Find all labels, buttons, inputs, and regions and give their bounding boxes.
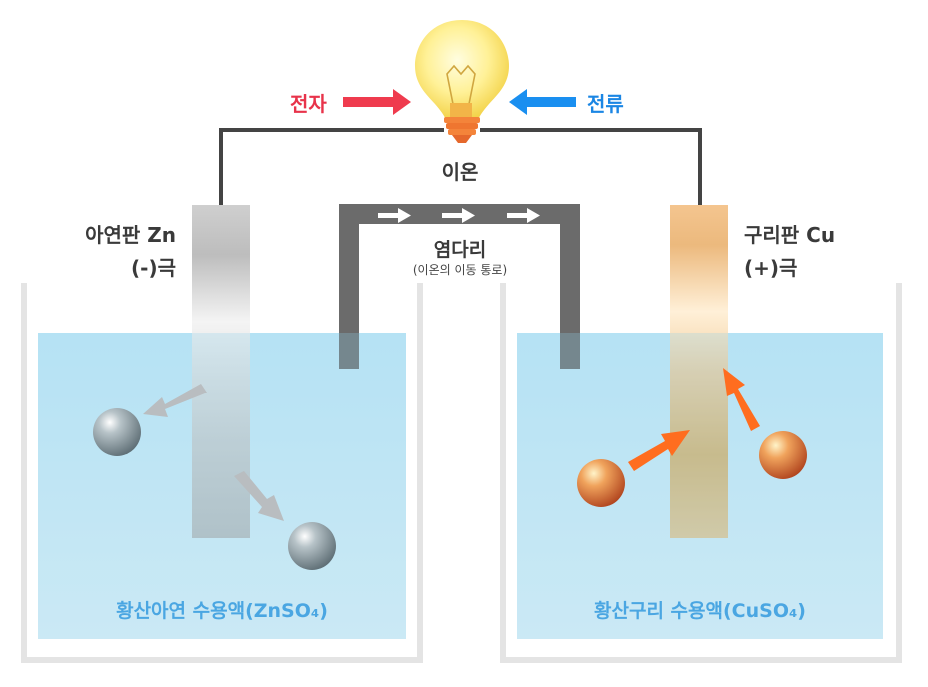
ion-arrow-up-left [723,368,760,431]
electron-arrow-icon [343,89,411,115]
copper-ion [577,459,625,507]
right-arrow-icon [507,208,540,223]
ion-arrow-up-right [628,430,690,471]
copper-solution-label: 황산구리 수용액(CuSO₄) [594,600,806,622]
light-bulb-icon [415,20,509,143]
copper-pole-label: (+)극 [744,256,798,280]
current-label: 전류 [587,92,624,116]
right-arrow-icon [442,208,475,223]
salt-bridge-arrows [378,208,540,223]
ion-arrow-left [143,384,207,417]
salt-bridge-note: (이온의 이동 통로) [412,263,508,277]
electron-label: 전자 [290,92,327,116]
ion-arrow-down-right [234,471,284,521]
copper-liquid-overlay [517,333,883,639]
zinc-ion [93,408,141,456]
current-arrow-icon [509,89,576,115]
copper-ion-arrows [628,368,760,471]
copper-ion [759,431,807,479]
copper-plate-label: 구리판 Cu [744,223,836,247]
zinc-ion-arrows [143,384,284,521]
copper-plate [670,205,728,538]
salt-bridge-label: 염다리 [433,239,487,261]
external-wire [219,128,702,205]
zinc-solution-label: 황산아연 수용액(ZnSO₄) [116,600,328,622]
zinc-pole-label: (-)극 [131,256,176,280]
zinc-ion [288,522,336,570]
right-arrow-icon [378,208,411,223]
zinc-plate-label: 아연판 Zn [85,223,176,247]
zinc-liquid-overlay [38,333,406,639]
ion-label: 이온 [441,160,479,184]
